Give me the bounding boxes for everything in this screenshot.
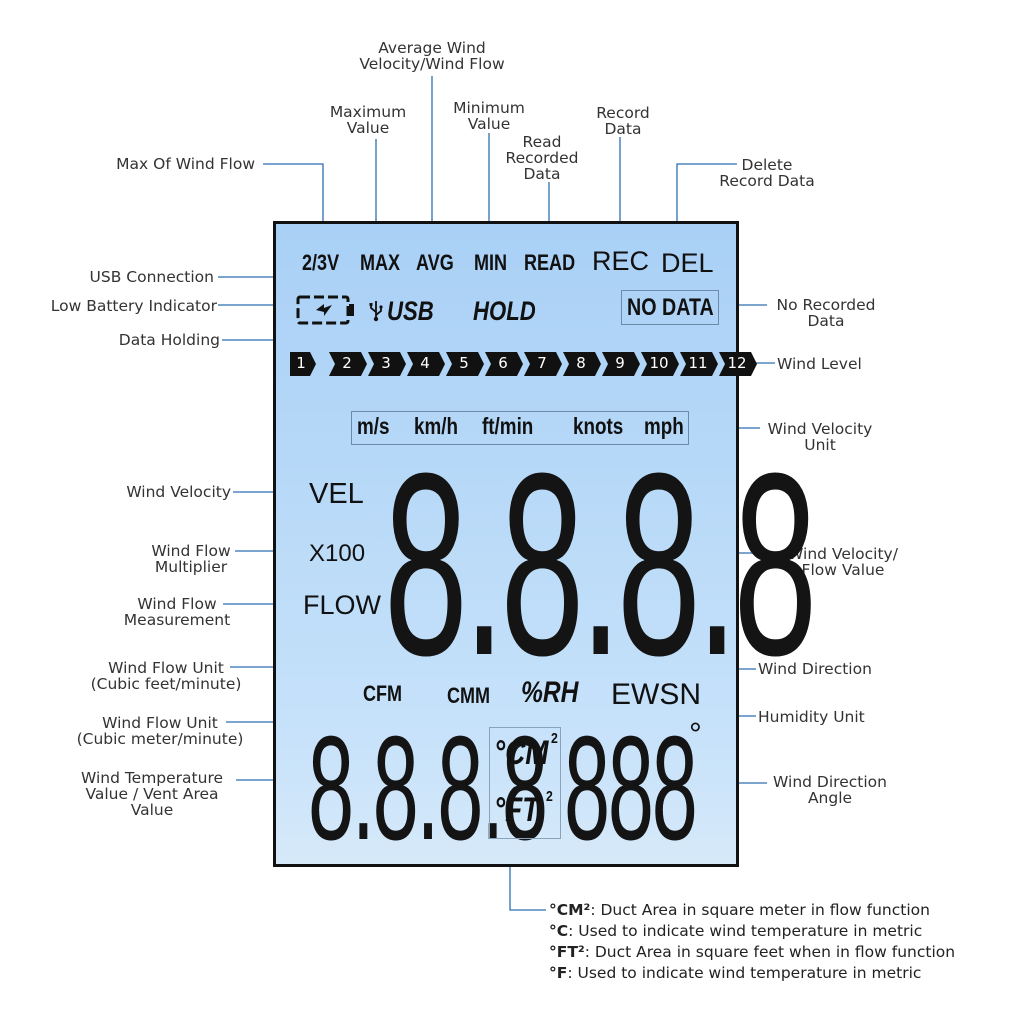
lcd-max: MAX bbox=[360, 250, 401, 275]
lcd-rec: REC bbox=[592, 246, 650, 276]
unit-notes: °CM²: Duct Area in square meter in flow … bbox=[549, 900, 955, 984]
wind-level-number: 5 bbox=[459, 354, 469, 372]
lcd-ewsn: EWSN bbox=[611, 678, 701, 711]
wind-velocity-label: Wind Velocity bbox=[126, 483, 231, 501]
unit-kmh: km/h bbox=[414, 413, 459, 439]
unit-cm-ft-box bbox=[489, 727, 561, 839]
wind-level-number: 12 bbox=[727, 354, 747, 372]
lcd-x100: X100 bbox=[309, 540, 366, 567]
lcd-min: MIN bbox=[474, 250, 508, 275]
lcd-ft-sup: 2 bbox=[546, 788, 553, 805]
unit-ftmin: ft/min bbox=[482, 413, 534, 439]
wind-level-number: 10 bbox=[649, 354, 669, 372]
lcd-screen: 2/3V MAX AVG MIN READ REC DEL USB HOLD N… bbox=[273, 221, 817, 871]
lcd-usb: USB bbox=[387, 296, 434, 326]
wind-level-number: 6 bbox=[498, 354, 508, 372]
wind-level-12: 12 bbox=[719, 352, 759, 376]
lcd-23v: 2/3V bbox=[302, 250, 340, 275]
note-c: °C: Used to indicate wind temperature in… bbox=[549, 922, 923, 940]
wind-level-9: 9 bbox=[602, 352, 642, 376]
wind-level-number: 7 bbox=[537, 354, 547, 372]
wind-direction-label: Wind Direction bbox=[758, 660, 872, 678]
wind-level-4: 4 bbox=[407, 352, 447, 376]
lcd-no-data: NO DATA bbox=[627, 294, 714, 321]
usb-connection-label: USB Connection bbox=[89, 268, 214, 286]
wind-level-10: 10 bbox=[641, 352, 681, 376]
lcd-avg: AVG bbox=[416, 250, 454, 275]
wind-level-label: Wind Level bbox=[777, 355, 862, 373]
wind-level-number: 2 bbox=[342, 354, 352, 372]
lcd-cm: °CM bbox=[494, 734, 549, 772]
main-value-display: 8.8.8.8 bbox=[384, 420, 817, 710]
wind-level-1: 1 bbox=[290, 352, 316, 376]
note-cm2: °CM²: Duct Area in square meter in flow … bbox=[549, 901, 930, 919]
note-f: °F: Used to indicate wind temperature in… bbox=[549, 964, 922, 982]
wind-level-number: 4 bbox=[420, 354, 430, 372]
wind-level-7: 7 bbox=[524, 352, 564, 376]
wind-level-6: 6 bbox=[485, 352, 525, 376]
lcd-del: DEL bbox=[661, 248, 714, 278]
lcd-rh: %RH bbox=[521, 676, 579, 709]
lcd-vel: VEL bbox=[309, 478, 364, 510]
flow-unit-cmm-label: Wind Flow Unit(Cubic meter/minute) bbox=[76, 714, 244, 748]
wind-level-3: 3 bbox=[368, 352, 408, 376]
usb-icon bbox=[369, 301, 383, 322]
flow-unit-cfm-label: Wind Flow Unit(Cubic feet/minute) bbox=[90, 659, 242, 693]
wind-level-2: 2 bbox=[329, 352, 369, 376]
temperature-display: 8.8.8.8 bbox=[308, 706, 548, 871]
lcd-hold: HOLD bbox=[473, 296, 536, 326]
wind-level-number: 1 bbox=[296, 354, 306, 372]
humidity-unit-label: Humidity Unit bbox=[758, 708, 865, 726]
data-holding-label: Data Holding bbox=[118, 331, 220, 349]
battery-icon bbox=[296, 295, 354, 325]
wind-level-number: 9 bbox=[615, 354, 625, 372]
velocity-flow-value-label: Wind Velocity/Flow Value bbox=[788, 545, 898, 579]
unit-knots: knots bbox=[573, 413, 624, 439]
lcd-cfm: CFM bbox=[363, 681, 403, 706]
lcd-ft: °FT bbox=[494, 791, 540, 829]
wind-level-8: 8 bbox=[563, 352, 603, 376]
wind-level-number: 3 bbox=[381, 354, 391, 372]
lcd-degree: ° bbox=[689, 716, 702, 752]
note-ft2: °FT²: Duct Area in square feet when in f… bbox=[549, 943, 956, 961]
wind-level-11: 11 bbox=[680, 352, 720, 376]
lcd-cm-sup: 2 bbox=[551, 730, 558, 747]
lcd-cmm: CMM bbox=[447, 683, 491, 708]
angle-display: 888 bbox=[564, 706, 698, 871]
wind-level-number: 11 bbox=[688, 354, 708, 372]
unit-ms: m/s bbox=[357, 413, 390, 439]
wind-level-5: 5 bbox=[446, 352, 486, 376]
wind-level-number: 8 bbox=[576, 354, 586, 372]
lcd-read: READ bbox=[524, 250, 576, 275]
max-wind-flow-label: Max Of Wind Flow bbox=[116, 155, 255, 173]
no-data-box bbox=[621, 290, 719, 325]
low-battery-label: Low Battery Indicator bbox=[50, 297, 217, 315]
unit-mph: mph bbox=[644, 413, 684, 439]
lcd-flow: FLOW bbox=[303, 590, 381, 620]
units-box bbox=[351, 411, 689, 445]
